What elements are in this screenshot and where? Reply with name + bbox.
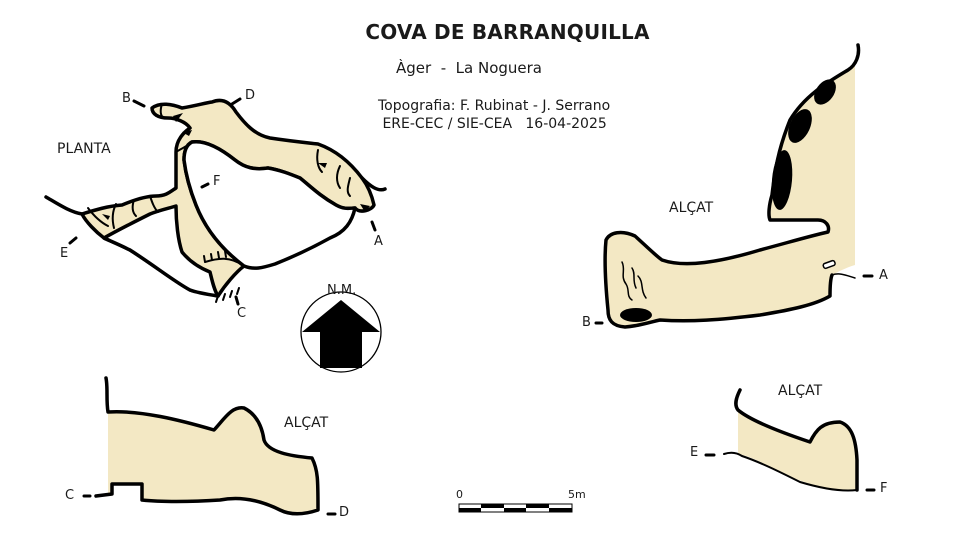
marker-d [230,97,242,106]
section-ef-point-f: F [880,481,888,496]
groups-date-line: ERE-CEC / SIE-CEA 16-04-2025 [378,116,607,132]
plan-point-d: D [245,88,256,103]
marker-b [132,99,146,108]
section-cd-point-c: C [65,488,75,503]
survey-credit-line: Topografia: F. Rubinat - J. Serrano [378,98,611,114]
section-ab-point-a: A [879,268,888,283]
scale-min-label: 0 [456,488,463,501]
section-ab-point-b: B [582,315,591,330]
plan-arrow [173,113,183,122]
plan-point-b: B [122,91,131,106]
plan-arrow [318,163,327,168]
plan-lower-void [102,204,220,298]
section-cd-point-d: D [339,505,350,520]
section-ef-point-e: E [690,445,699,460]
plan-view [44,97,387,306]
plan-label: PLANTA [57,141,111,157]
north-arrow-label: N.M. [327,283,357,298]
section-cd-label: ALÇAT [284,415,329,431]
marker-a [370,220,377,232]
scale-bar [458,503,573,513]
survey-credits: Topografia: F. Rubinat - J. Serrano ERE-… [378,97,610,133]
section-ef-view [704,388,876,492]
marker-f [200,182,210,189]
section-cd-view [82,376,337,516]
plan-point-f: F [213,174,221,189]
formation [814,79,836,105]
plan-arrow [102,214,110,220]
section-ab-label: ALÇAT [669,200,714,216]
scale-max-label: 5m [568,488,586,501]
north-arrow-symbol [300,291,382,373]
marker-c [234,295,240,306]
plan-point-c: C [237,306,247,321]
location-subtitle: Àger - La Noguera [396,59,542,77]
marker-e [68,236,78,245]
formation [771,150,793,210]
formation [620,308,652,322]
plan-arrow [182,130,192,136]
map-title: COVA DE BARRANQUILLA [365,20,650,44]
plan-point-e: E [60,246,69,261]
section-ab-view [594,43,874,329]
section-ef-label: ALÇAT [778,383,823,399]
plan-point-a: A [374,234,383,249]
plan-pillar [182,139,357,270]
plan-arrow [360,204,370,212]
formation [788,109,812,143]
